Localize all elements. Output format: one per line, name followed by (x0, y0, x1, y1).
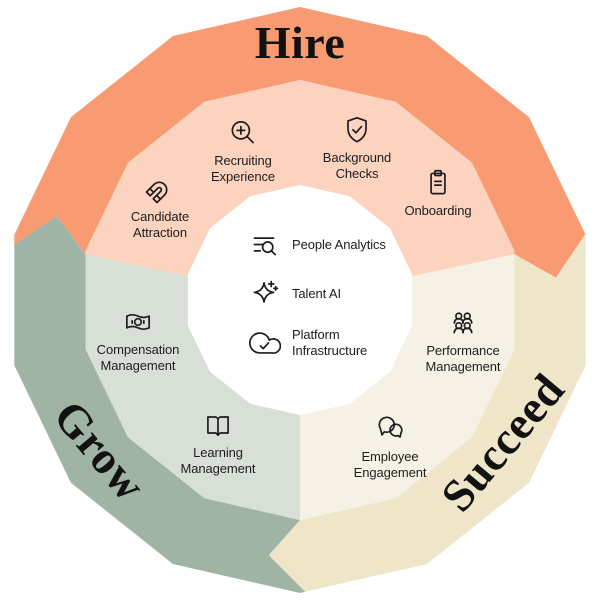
item-compensation-management: Compensation Management (83, 305, 193, 374)
magnet-icon (145, 181, 168, 204)
list-search-icon (253, 237, 277, 256)
sparkle-icon (253, 280, 279, 303)
segment-grow-inner-ring-shape (85, 254, 300, 520)
center-item-label: Platform Infrastructure (292, 327, 368, 358)
shield-check-icon (347, 116, 367, 143)
segment-succeed-outer-ring-shape (268, 234, 586, 592)
item-label: Compensation Management (96, 342, 180, 373)
item-performance-management: Performance Management (408, 306, 518, 375)
segment-hire-outer-ring-shape (14, 7, 586, 278)
segment-grow-outer-ring-shape (14, 216, 306, 594)
center-item-label: People Analytics (292, 237, 386, 253)
item-label: Background Checks (322, 150, 392, 181)
item-label: Learning Management (180, 445, 256, 476)
cloud-check-icon (249, 332, 281, 354)
item-candidate-attraction: Candidate Attraction (105, 172, 215, 241)
center-item-people-analytics: People Analytics (247, 228, 392, 262)
clipboard-icon (430, 169, 446, 195)
item-employee-engagement: Employee Engagement (335, 412, 445, 481)
center-item-platform-infrastructure: Platform Infrastructure (247, 326, 392, 360)
center-item-label: Talent AI (292, 286, 341, 302)
item-label: Onboarding (404, 203, 472, 218)
segment-succeed-inner-ring-shape (300, 254, 515, 520)
search-plus-icon (231, 120, 254, 144)
item-label: Performance Management (425, 343, 501, 374)
people-group-icon (453, 312, 473, 334)
center-item-talent-ai: Talent AI (247, 277, 392, 311)
segment-hire-inner-ring-shape (85, 80, 515, 277)
banknote-icon (125, 313, 151, 331)
chat-bubbles-icon (378, 416, 403, 438)
item-recruiting-experience: Recruiting Experience (188, 116, 298, 185)
segment-label-hire: Hire (254, 17, 346, 68)
book-icon (207, 416, 229, 436)
item-background-checks: Background Checks (302, 113, 412, 182)
item-label: Recruiting Experience (210, 153, 276, 184)
item-onboarding: Onboarding (383, 166, 493, 219)
item-learning-management: Learning Management (163, 408, 273, 477)
item-label: Candidate Attraction (130, 209, 190, 240)
item-label: Employee Engagement (353, 449, 427, 480)
center-polygon-shape (187, 185, 413, 415)
